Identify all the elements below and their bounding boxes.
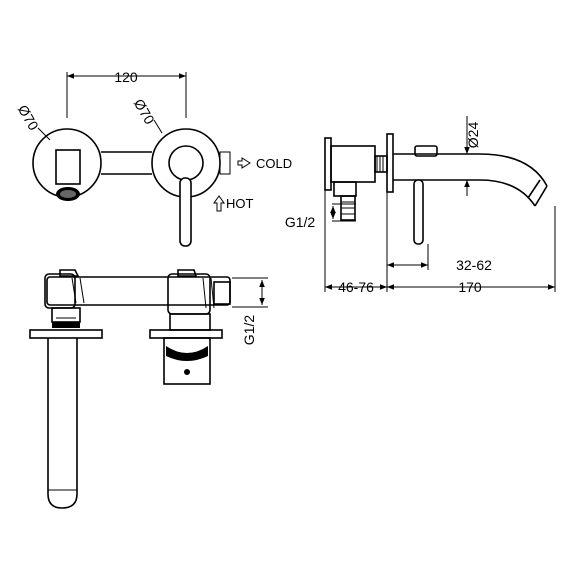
dim-thread-label: G1/2 bbox=[285, 214, 316, 230]
dim-right-diameter-label: Ø70 bbox=[131, 96, 158, 127]
inlet-nut bbox=[333, 181, 357, 197]
dim-wall-depth-label: 46-76 bbox=[338, 279, 374, 295]
left-clip bbox=[59, 269, 80, 277]
hot-arrow-icon bbox=[213, 195, 225, 212]
cold-label: COLD bbox=[256, 156, 292, 171]
spout-front bbox=[55, 149, 81, 185]
left-end-block bbox=[44, 273, 76, 309]
cold-arrow-icon bbox=[237, 157, 251, 169]
spout-top-edge bbox=[393, 153, 548, 187]
handle-screw bbox=[184, 369, 190, 375]
dim-top-thread-label: G1/2 bbox=[241, 315, 257, 346]
dim-spout-length-label: 170 bbox=[458, 279, 482, 295]
spout-thread bbox=[52, 322, 80, 328]
lever-handle bbox=[179, 177, 192, 247]
cold-inlet-marker bbox=[219, 151, 231, 175]
valve-neck bbox=[169, 313, 211, 331]
side-lever bbox=[413, 179, 424, 245]
handle-band bbox=[166, 346, 208, 361]
spout-bottom-edge bbox=[393, 179, 536, 207]
valve-plate bbox=[149, 329, 223, 339]
valve-hub bbox=[168, 145, 204, 181]
spout-neck bbox=[51, 307, 81, 323]
side-backplate bbox=[324, 137, 332, 191]
side-cover-plate bbox=[386, 133, 394, 193]
dim-spacing-label: 120 bbox=[114, 69, 138, 85]
front-view: 120 Ø70 Ø70 COLD HOT bbox=[15, 69, 292, 247]
side-view: Ø24 G1/2 32-62 46-76 170 bbox=[285, 116, 556, 295]
valve-body bbox=[330, 145, 376, 183]
lever-hub bbox=[414, 145, 438, 157]
handle-body bbox=[163, 337, 211, 385]
right-clip bbox=[177, 269, 198, 277]
top-view: G1/2 bbox=[29, 269, 268, 509]
dim-lever-offset-label: 32-62 bbox=[456, 257, 492, 273]
dim-spout-diameter-label: Ø24 bbox=[465, 122, 481, 149]
hot-label: HOT bbox=[226, 196, 254, 211]
spout-plate bbox=[29, 329, 103, 339]
right-end-cap bbox=[213, 281, 231, 305]
spout-tube bbox=[47, 338, 78, 509]
